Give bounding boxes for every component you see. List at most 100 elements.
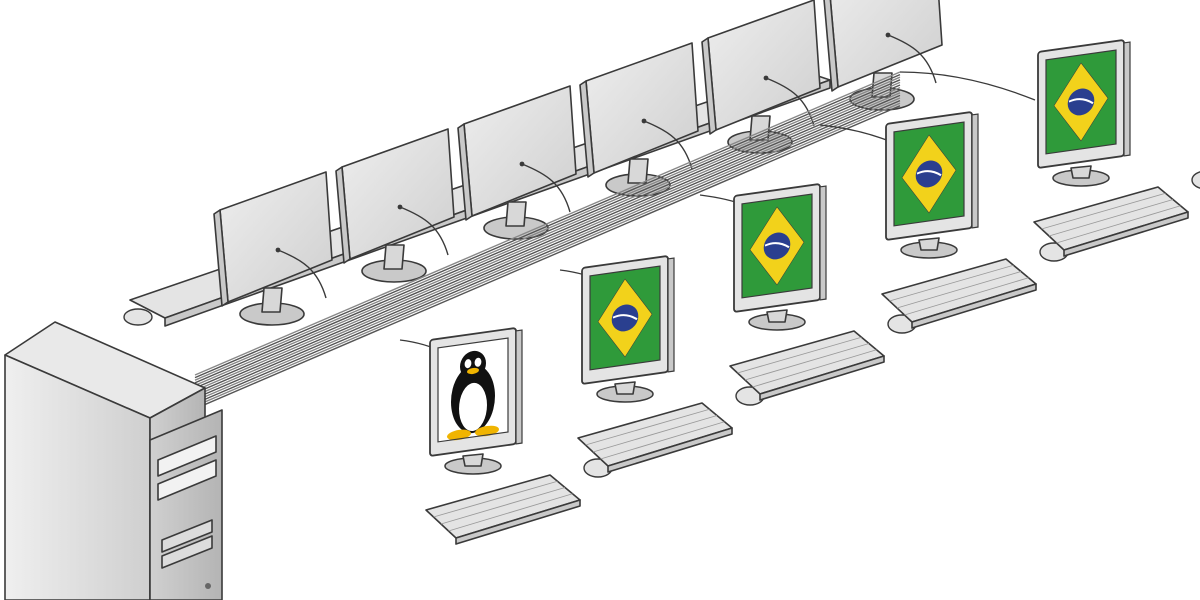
keyboard-keys [1048,199,1174,237]
keyboard-keys [440,487,566,525]
monitor-stand [462,453,484,467]
network-cable [194,99,901,405]
server-tower [4,321,223,600]
drive-slot [161,519,213,553]
flag-band [764,242,790,249]
back-workstation [123,171,333,326]
network-cable [194,92,901,397]
network-cable [194,84,901,389]
front-workstation [425,327,613,545]
keyboard-keys [448,493,573,532]
back-workstation [457,85,577,240]
keyboard-edge [455,499,581,545]
network-cable [194,105,901,410]
brazil-flag-icon [742,194,812,298]
monitor-stand [1070,165,1092,179]
monitor-side [1123,41,1131,157]
monitor-back-icon [457,85,577,240]
front-row-workstations [425,39,1200,545]
brazil-flag-icon [894,122,964,226]
monitor-side [701,37,717,135]
keyboard-edge [911,283,1037,329]
back-workstation [823,0,943,111]
monitor-screen-frame [1045,49,1117,155]
network-cable [194,102,901,407]
monitor-side [667,257,675,373]
monitor-back-panel [219,171,333,303]
monitor-stand [918,237,940,251]
network-cable [194,89,901,394]
keyboard-edge [607,427,733,473]
monitor [1037,39,1131,169]
keyboard-keys [1056,205,1181,244]
cable-port [763,75,769,81]
front-workstation [881,111,1069,329]
monitor [885,111,979,241]
cable-bundle [194,71,1036,410]
keyboard-keys [1041,192,1166,230]
network-cable [194,86,901,392]
keyboard-keys [744,343,870,381]
front-workstation [729,183,917,401]
keyboard-keys [896,271,1022,309]
monitor-cable [521,163,571,213]
monitor-stand [505,201,527,227]
drive-bay [157,459,217,501]
keyboard-keys [889,264,1014,302]
keyboard-keys [433,480,558,518]
monitor-side [213,209,229,307]
front-workstation [577,255,765,473]
tux-eye [474,357,482,367]
monitor-stand [627,158,649,184]
monitor-back-icon [579,42,699,197]
server-tower-icon [4,321,223,600]
keyboard-keys [752,349,877,388]
back-workstation [335,128,455,283]
monitor-back-panel [463,85,577,217]
cable-port [275,247,281,253]
flag-globe [763,232,791,260]
back-workstation [579,42,699,197]
network-cable [899,71,1036,101]
monitor-side [515,329,523,445]
keyboard-edge [1063,211,1189,257]
monitor-back-icon [823,0,943,111]
network-cable [194,76,901,381]
flag-globe [915,160,943,188]
cable-port [641,118,647,124]
monitor-back-panel [585,42,699,174]
monitor-stand [383,244,405,270]
brazil-flag-icon [590,266,660,370]
monitor-stand [261,287,283,313]
keyboard-keys [600,421,725,460]
flag-band [916,170,942,177]
monitor-cable [399,206,449,256]
network-cable [194,79,901,384]
monitor-cable [765,77,815,127]
flag-globe [1067,88,1095,116]
monitor-cable [277,249,327,299]
flag-globe [611,304,639,332]
tux-penguin-icon [438,338,508,442]
monitor-side [457,123,473,221]
monitor-screen-frame [893,121,965,227]
monitor-side [971,113,979,229]
power-led [205,583,211,589]
network-cable [194,97,901,402]
monitor-stand [766,309,788,323]
tux-belly [459,382,487,432]
brazil-flag-icon [1046,50,1116,154]
monitor-back-panel [707,0,821,131]
cable-port [519,161,525,167]
drive-slot [161,535,213,569]
monitor-back-icon [213,171,333,326]
flag-band [1068,98,1094,105]
front-workstation [1033,39,1200,257]
keyboard-keys [585,408,710,446]
keyboard-keys [904,277,1029,316]
drive-bay [157,435,217,477]
monitor-side [579,80,595,178]
tux-head [460,350,486,380]
